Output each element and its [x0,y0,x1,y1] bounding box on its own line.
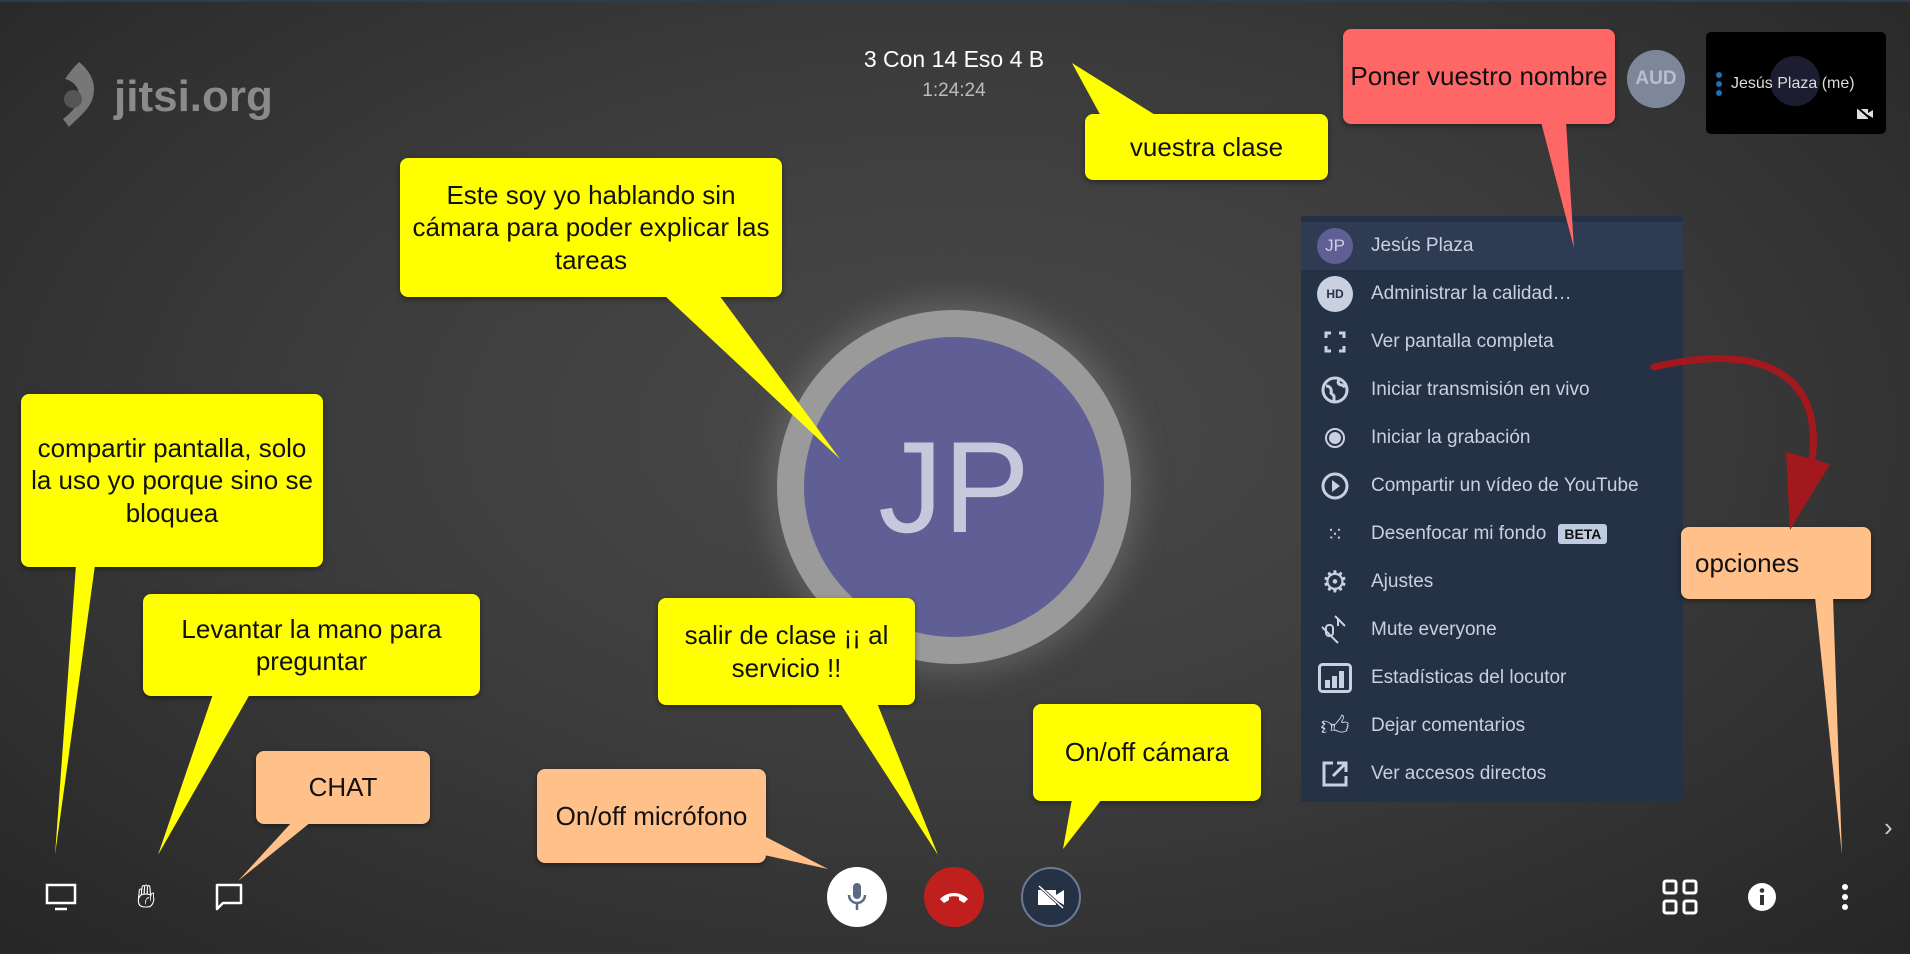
info-icon [1748,883,1776,911]
info-button[interactable] [1739,874,1785,920]
dominant-speaker-avatar: JP [804,337,1104,637]
annotation-hand: Levantar la mano para preguntar [143,594,480,696]
menu-item-label: Administrar la calidad… [1371,283,1572,304]
hand-icon: ✋︎ [136,878,156,914]
menu-item-blur[interactable]: ⁙ Desenfocar mi fondo BETA [1301,510,1683,558]
tile-view-button[interactable] [1657,874,1703,920]
play-icon [1317,468,1353,504]
camera-off-icon [1856,106,1874,122]
filmstrip-toggle-chevron-right-icon[interactable]: › [1884,812,1893,842]
annotation-class: vuestra clase [1085,114,1328,180]
menu-item-label: Ver pantalla completa [1371,331,1554,352]
menu-item-label: Jesús Plaza [1371,235,1474,256]
logo-text: jitsi.org [114,72,273,121]
connection-indicator-icon[interactable] [1716,72,1722,99]
more-options-button[interactable] [1822,874,1868,920]
meeting-title: 3 Con 14 Eso 4 B [863,46,1045,72]
annotation-leave: salir de clase ¡¡ al servicio !! [658,598,915,705]
jitsi-logo-icon [63,62,95,127]
menu-item-label: Mute everyone [1371,619,1497,640]
menu-item-label: Estadísticas del locutor [1371,667,1567,688]
menu-item-label: Compartir un vídeo de YouTube [1371,475,1639,496]
globe-icon [1317,372,1353,408]
menu-item-fullscreen[interactable]: Ver pantalla completa [1301,318,1683,366]
gear-icon: ⚙ [1321,565,1349,599]
annotation-mic: On/off micrófono [537,769,766,863]
menu-item-mute-everyone[interactable]: Mute everyone [1301,606,1683,654]
menu-item-settings[interactable]: ⚙ Ajustes [1301,558,1683,606]
annotation-camera: On/off cámara [1033,704,1261,801]
menu-item-recording[interactable]: Iniciar la grabación [1301,414,1683,462]
raise-hand-button[interactable]: ✋︎ [123,874,169,920]
thumbnail-avatar [1770,56,1820,106]
stats-icon [1317,660,1353,696]
fullscreen-icon [1317,324,1353,360]
menu-item-feedback[interactable]: 👍︎ Dejar comentarios [1301,702,1683,750]
menu-item-label: Iniciar transmisión en vivo [1371,379,1590,400]
menu-item-label: Desenfocar mi fondo [1371,523,1547,544]
menu-item-profile[interactable]: JP Jesús Plaza [1301,222,1683,270]
camera-toggle-button[interactable] [1021,867,1081,927]
menu-item-speaker-stats[interactable]: Estadísticas del locutor [1301,654,1683,702]
menu-item-label: Ajustes [1371,571,1434,592]
annotation-me: Este soy yo hablando sin cámara para pod… [400,158,782,297]
jitsi-logo: jitsi.org [51,57,273,137]
hd-icon: HD [1317,276,1353,312]
annotation-name: Poner vuestro nombre [1343,29,1615,124]
hangup-icon [940,893,968,903]
self-thumbnail[interactable]: Jesús Plaza (me) [1706,32,1886,134]
annotation-share: compartir pantalla, solo la uso yo porqu… [21,394,323,567]
blur-icon: ⁙ [1326,523,1344,546]
share-screen-button[interactable] [38,874,84,920]
external-link-icon [1317,756,1353,792]
thumbnail-name: Jesús Plaza (me) [1731,75,1855,92]
chat-button[interactable] [206,874,252,920]
audio-only-participant-avatar[interactable]: AUD [1627,50,1685,108]
menu-item-livestream[interactable]: Iniciar transmisión en vivo [1301,366,1683,414]
menu-item-label: Dejar comentarios [1371,715,1526,736]
microphone-toggle-button[interactable] [827,867,887,927]
chat-icon [215,883,243,911]
beta-badge: BETA [1558,524,1608,544]
avatar-icon: JP [1317,228,1353,264]
hangup-button[interactable] [924,867,984,927]
desktop-icon [45,883,77,911]
annotation-options: opciones [1681,527,1871,599]
meeting-timer: 1:24:24 [922,80,986,101]
menu-item-youtube[interactable]: Compartir un vídeo de YouTube [1301,462,1683,510]
more-vertical-icon [1842,884,1848,910]
menu-item-label: Iniciar la grabación [1371,427,1531,448]
camera-off-icon [1037,884,1065,910]
thumbs-up-icon: 👍︎ [1320,710,1350,741]
menu-item-shortcuts[interactable]: Ver accesos directos [1301,750,1683,798]
mute-everyone-icon [1317,612,1353,648]
menu-item-label: Ver accesos directos [1371,763,1547,784]
menu-item-quality[interactable]: HD Administrar la calidad… [1301,270,1683,318]
record-icon [1317,420,1353,456]
microphone-icon [847,883,867,910]
annotation-chat: CHAT [256,751,430,824]
grid-icon [1662,879,1698,915]
